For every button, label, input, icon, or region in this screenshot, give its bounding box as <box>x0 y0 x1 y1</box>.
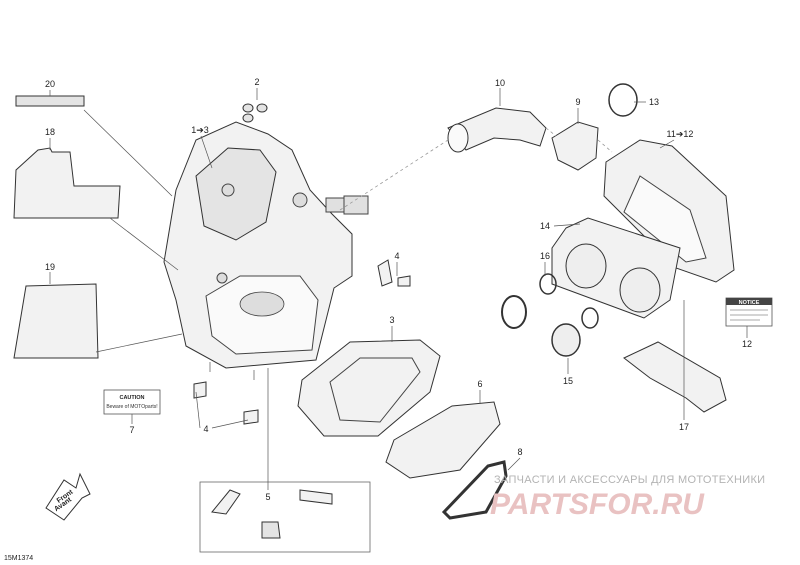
watermark-logo: PARTSFOR.RU <box>490 488 705 521</box>
part-9-adapter <box>551 121 599 171</box>
front-direction-arrow: Front Avant <box>45 472 91 521</box>
part-5-box <box>199 481 371 553</box>
part-19-sheet <box>13 283 99 359</box>
callout-4-lower: 4 <box>203 424 208 434</box>
caution-text: Beware of MOTOparts! <box>106 404 157 410</box>
airbox-housing <box>163 121 369 369</box>
callout-17: 17 <box>679 422 689 432</box>
part-15-boot <box>551 323 581 357</box>
callout-9: 9 <box>575 97 580 107</box>
callout-16: 16 <box>540 251 550 261</box>
callout-6: 6 <box>477 379 482 389</box>
part-3-filter-frame <box>297 339 441 437</box>
watermark-tagline: ЗАПЧАСТИ И АКСЕССУАРЫ ДЛЯ МОТОТЕХНИКИ <box>494 474 765 486</box>
callout-18: 18 <box>45 127 55 137</box>
callout-1-3: 1➔3 <box>191 125 209 135</box>
alignment-lines <box>339 127 613 211</box>
notice-title: NOTICE <box>739 300 760 306</box>
notice-label: NOTICE <box>725 297 773 327</box>
part-20-label <box>15 95 85 107</box>
diagram-code: 15M1374 <box>4 555 33 562</box>
callout-14: 14 <box>540 221 550 231</box>
part-16-clamps <box>501 273 599 329</box>
part-13-oring <box>608 83 638 117</box>
callout-8: 8 <box>517 447 522 457</box>
callout-19: 19 <box>45 262 55 272</box>
part-17-gasket <box>623 341 727 413</box>
part-2-grommets <box>242 103 268 123</box>
callout-11-12: 11➔12 <box>667 129 694 139</box>
part-8-seal <box>441 460 508 520</box>
part-4-clips <box>193 259 411 425</box>
callout-4-upper: 4 <box>394 251 399 261</box>
caution-title: CAUTION <box>119 395 144 401</box>
part-14-throats <box>565 243 661 313</box>
part-18-pad <box>13 147 121 219</box>
callouts: 20 18 19 1➔3 2 3 4 4 5 6 7 8 9 10 11➔12 … <box>45 77 752 502</box>
leader-lines <box>49 88 748 490</box>
callout-12: 12 <box>742 339 752 349</box>
callout-3: 3 <box>389 315 394 325</box>
callout-5: 5 <box>265 492 270 502</box>
callout-13: 13 <box>649 97 659 107</box>
callout-20: 20 <box>45 79 55 89</box>
callout-7: 7 <box>129 425 134 435</box>
watermark: ЗАПЧАСТИ И АКСЕССУАРЫ ДЛЯ МОТОТЕХНИКИ PA… <box>490 474 765 521</box>
part-6-filter <box>385 401 501 479</box>
callout-2: 2 <box>254 77 259 87</box>
callout-15: 15 <box>563 376 573 386</box>
part-10-intake-tube <box>447 107 547 153</box>
callout-10: 10 <box>495 78 505 88</box>
caution-label: CAUTION Beware of MOTOparts! <box>103 389 161 415</box>
